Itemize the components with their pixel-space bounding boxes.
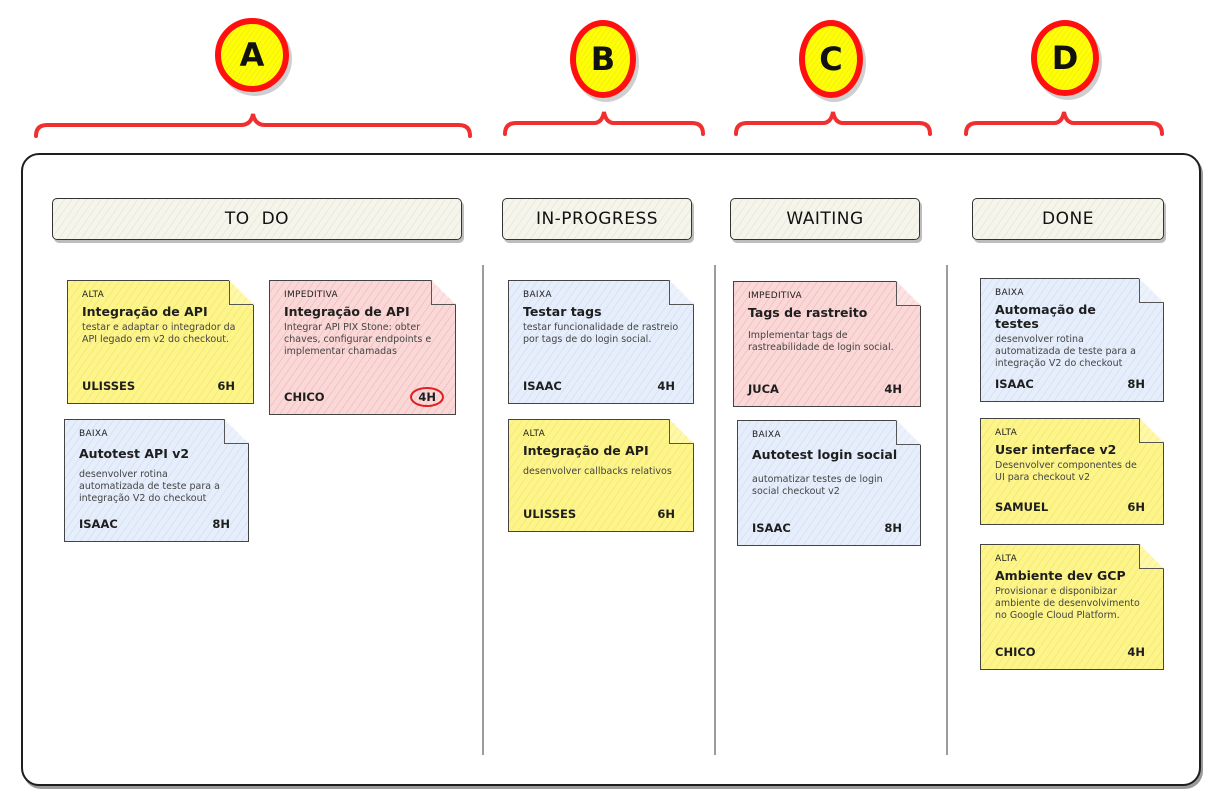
card-title: Autotest API v2 xyxy=(79,446,190,461)
card-assignee: ISAAC xyxy=(752,521,791,535)
marker-b: B xyxy=(570,20,636,98)
column-header-waiting: WAITING xyxy=(730,198,920,240)
task-card[interactable]: ALTA Ambiente dev GCP Provisionar e disp… xyxy=(980,544,1164,670)
card-priority: BAIXA xyxy=(995,288,1024,298)
brace-b xyxy=(503,111,705,136)
task-card[interactable]: IMPEDITIVA Tags de rastreito Implementar… xyxy=(733,281,921,407)
card-assignee: ULISSES xyxy=(82,379,136,393)
column-header-in-progress: IN-PROGRESS xyxy=(502,198,692,240)
card-priority: ALTA xyxy=(82,290,105,300)
card-description: desenvolver rotina automatizada de teste… xyxy=(79,469,220,504)
card-hours: 6H xyxy=(217,379,235,393)
card-hours: 8H xyxy=(884,521,902,535)
card-title: Automação de testes xyxy=(995,302,1096,331)
card-hours: 4H xyxy=(1127,645,1145,659)
card-hours: 4H xyxy=(657,379,675,393)
card-description: desenvolver callbacks relativos xyxy=(523,466,672,477)
column-title: IN-PROGRESS xyxy=(535,209,659,229)
task-card[interactable]: BAIXA Automação de testes desenvolver ro… xyxy=(980,278,1164,402)
card-title: Ambiente dev GCP xyxy=(995,568,1126,583)
card-priority: ALTA xyxy=(995,554,1018,564)
card-title: Autotest login social xyxy=(752,447,898,462)
brace-d xyxy=(964,111,1164,136)
card-assignee: CHICO xyxy=(995,645,1036,659)
card-assignee: ISAAC xyxy=(995,377,1034,391)
card-title: Integração de API xyxy=(284,304,410,319)
card-priority: ALTA xyxy=(523,429,546,439)
task-card[interactable]: ALTA Integração de API desenvolver callb… xyxy=(508,419,694,532)
card-priority: ALTA xyxy=(995,428,1018,438)
marker-letter: A xyxy=(239,36,265,74)
card-priority: BAIXA xyxy=(752,430,781,440)
card-priority: IMPEDITIVA xyxy=(748,291,803,301)
card-title: Testar tags xyxy=(523,304,602,319)
card-priority: IMPEDITIVA xyxy=(284,290,339,300)
marker-letter: B xyxy=(590,40,616,78)
marker-letter: D xyxy=(1051,39,1079,77)
column-header-todo: TO DO xyxy=(52,198,462,240)
card-hours: 6H xyxy=(1127,500,1145,514)
task-card[interactable]: ALTA User interface v2 Desenvolver compo… xyxy=(980,418,1164,525)
card-title: Integração de API xyxy=(523,443,649,458)
column-divider xyxy=(946,265,948,755)
brace-c xyxy=(734,111,932,136)
card-description: Provisionar e disponibizar ambiente de d… xyxy=(995,586,1140,621)
marker-d: D xyxy=(1031,20,1099,96)
card-title: User interface v2 xyxy=(995,442,1117,457)
card-assignee: ISAAC xyxy=(79,517,118,531)
task-card[interactable]: BAIXA Autotest API v2 desenvolver rotina… xyxy=(64,419,249,542)
card-description: Implementar tags de rastreabilidade de l… xyxy=(748,330,894,353)
marker-c: C xyxy=(799,20,863,98)
task-card[interactable]: ALTA Integração de API testar e adaptar … xyxy=(67,280,254,404)
card-assignee: CHICO xyxy=(284,390,325,404)
marker-letter: C xyxy=(819,40,843,78)
card-hours-highlighted: 4H xyxy=(410,387,444,407)
card-description: Desenvolver componentes de UI para check… xyxy=(995,460,1137,483)
column-title: TO DO xyxy=(224,209,290,229)
card-hours: 4H xyxy=(884,382,902,396)
card-hours: 6H xyxy=(657,507,675,521)
card-assignee: ULISSES xyxy=(523,507,577,521)
card-description: Integrar API PIX Stone: obter chaves, co… xyxy=(284,322,432,357)
column-title: WAITING xyxy=(786,209,864,229)
column-title: DONE xyxy=(1042,209,1094,229)
marker-a: A xyxy=(215,18,289,92)
task-card[interactable]: BAIXA Autotest login social automatizar … xyxy=(737,420,921,546)
brace-a xyxy=(34,113,472,138)
column-divider xyxy=(714,265,716,755)
card-description: testar e adaptar o integrador da API leg… xyxy=(82,322,236,345)
task-card[interactable]: IMPEDITIVA Integração de API Integrar AP… xyxy=(269,280,456,415)
card-assignee: JUCA xyxy=(748,382,779,396)
card-title: Tags de rastreito xyxy=(748,305,868,320)
card-assignee: ISAAC xyxy=(523,379,562,393)
card-description: desenvolver rotina automatizada de teste… xyxy=(995,334,1136,369)
card-title: Integração de API xyxy=(82,304,208,319)
column-header-done: DONE xyxy=(972,198,1164,240)
card-description: automatizar testes de login social check… xyxy=(752,474,883,497)
card-description: testar funcionalidade de rastreio por ta… xyxy=(523,322,679,345)
card-assignee: SAMUEL xyxy=(995,500,1049,514)
task-card[interactable]: BAIXA Testar tags testar funcionalidade … xyxy=(508,280,694,404)
card-hours: 8H xyxy=(1127,377,1145,391)
card-priority: BAIXA xyxy=(523,290,552,300)
column-divider xyxy=(482,265,484,755)
card-hours: 8H xyxy=(212,517,230,531)
card-priority: BAIXA xyxy=(79,429,108,439)
